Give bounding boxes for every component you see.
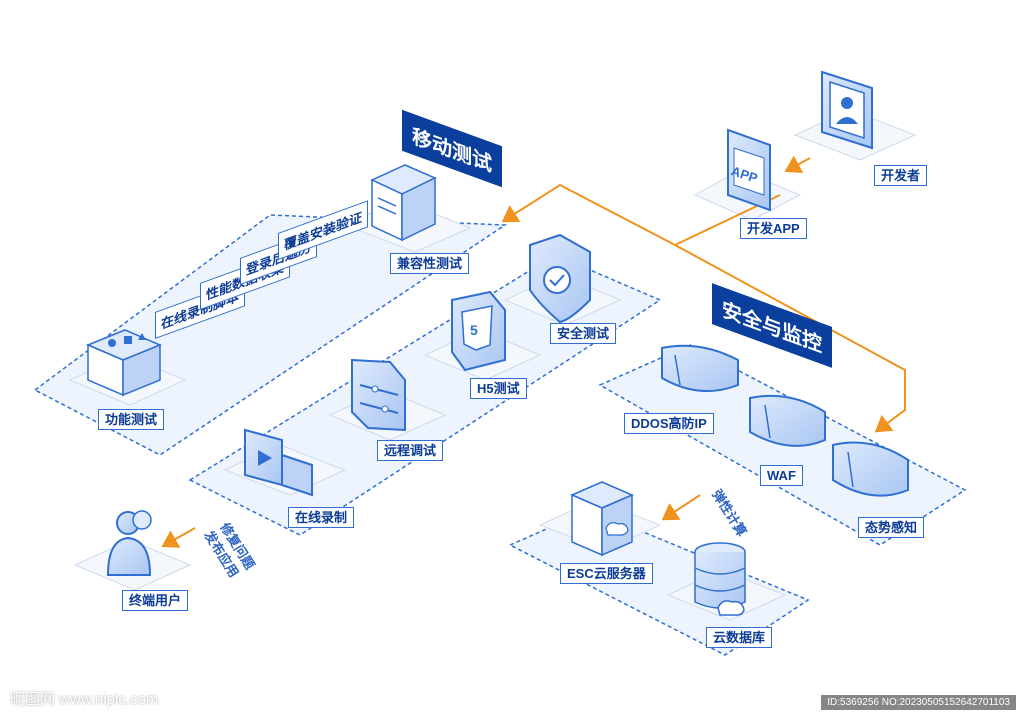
situation-shield-panel-icon (832, 441, 909, 497)
label-developer: 开发者 (874, 165, 928, 186)
watermark-id-bar: ID:5369256 NO:20230505152642701103 (821, 695, 1016, 710)
connector-arrows (161, 155, 906, 548)
html5-icon: 5 (451, 290, 506, 372)
svg-text:5: 5 (470, 322, 478, 338)
label-situation-awareness: 态势感知 (858, 517, 925, 538)
server-icon (370, 164, 437, 242)
label-esc-server: ESC云服务器 (560, 563, 653, 584)
developer-monitor-icon (821, 70, 873, 150)
label-compatibility-test: 兼容性测试 (390, 253, 470, 274)
label-dev-app: 开发APP (740, 218, 807, 239)
watermark-left: 昵图网 www.nipic.com (10, 691, 159, 708)
label-waf: WAF (760, 465, 803, 486)
remote-debug-icon (351, 358, 406, 432)
waf-shield-panel-icon (749, 394, 826, 447)
video-camera-icon (244, 428, 313, 497)
shield-icon (529, 233, 591, 324)
functional-test-icon (86, 329, 162, 397)
app-phone-icon: APP (727, 128, 771, 212)
label-functional-test: 功能测试 (98, 409, 165, 430)
label-cloud-database: 云数据库 (706, 627, 773, 648)
cloud-database-icon (694, 542, 746, 616)
label-h5-test: H5测试 (470, 378, 527, 399)
esc-server-icon (570, 481, 634, 557)
label-remote-debug: 远程调试 (377, 440, 444, 461)
label-security-test: 安全测试 (550, 323, 617, 344)
label-end-user: 终端用户 (122, 590, 189, 611)
label-online-record: 在线录制 (288, 507, 355, 528)
ddos-shield-panel-icon (661, 344, 739, 393)
label-ddos: DDOS高防IP (624, 413, 714, 434)
end-user-icon (106, 510, 152, 576)
